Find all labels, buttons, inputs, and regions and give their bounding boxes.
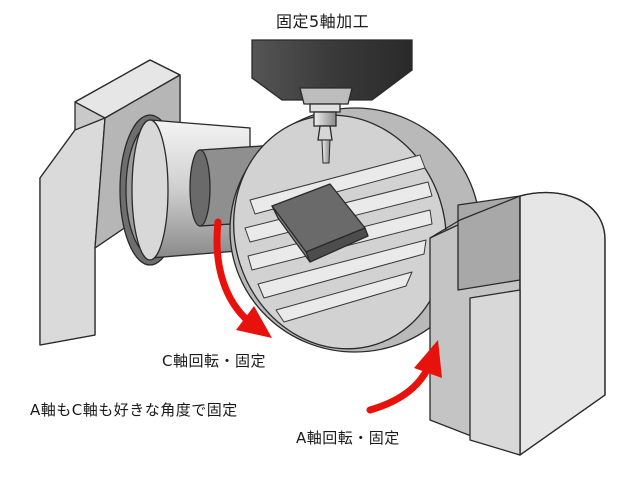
a-axis-label: A軸回転・固定	[296, 429, 400, 447]
c-axis-rotation-arrow	[213, 218, 272, 338]
right-support-pillar	[429, 191, 606, 456]
a-axis-rotation-arrow	[366, 340, 442, 414]
both-axes-label: A軸もC軸も好きな角度で固定	[30, 401, 238, 419]
title-label: 固定5軸加工	[276, 12, 370, 31]
end-mill-tool	[321, 139, 331, 164]
workpiece-block	[271, 183, 369, 263]
c-axis-label: C軸回転・固定	[162, 352, 266, 370]
left-trunnion-shaft	[119, 114, 263, 266]
spindle-head	[251, 39, 413, 141]
